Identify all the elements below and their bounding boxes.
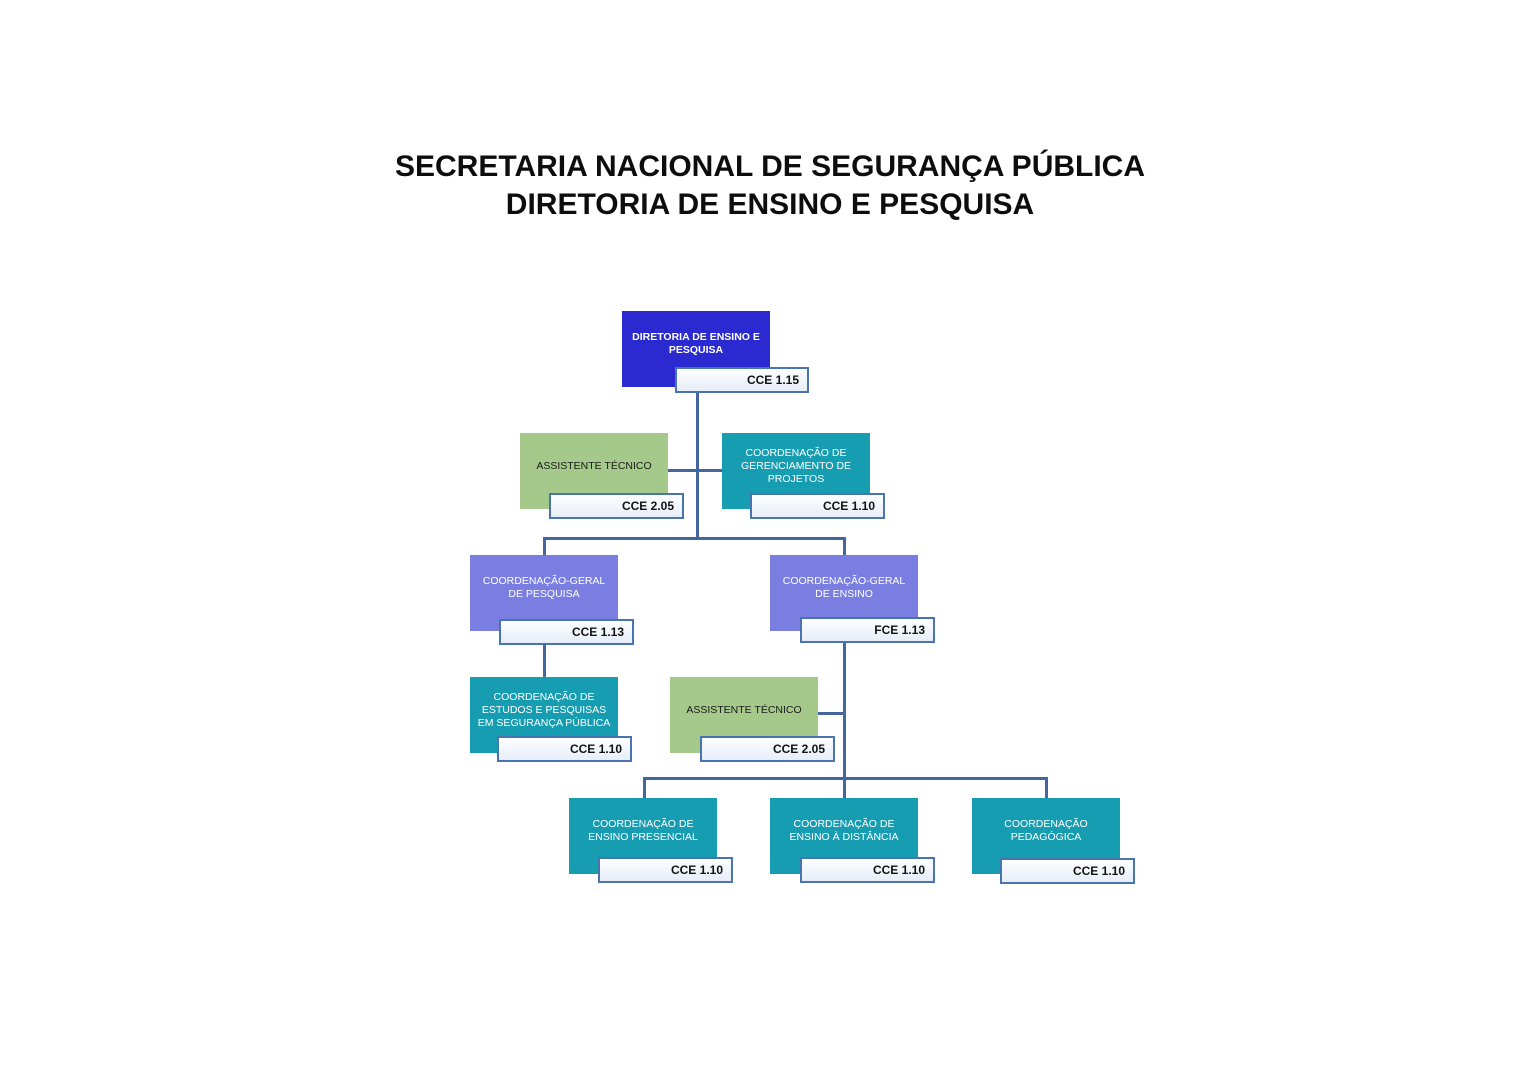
org-node-estudos-pesquisas-code: CCE 1.10 xyxy=(497,736,632,762)
connector-pesquisa-vertical xyxy=(543,631,546,678)
org-node-pedagogica: COORDENAÇÃO PEDAGÓGICA CCE 1.10 xyxy=(972,798,1135,884)
org-node-ensino-presencial-code: CCE 1.10 xyxy=(598,857,733,883)
org-node-estudos-pesquisas-box: COORDENAÇÃO DE ESTUDOS E PESQUISAS EM SE… xyxy=(470,677,618,753)
org-node-gerenciamento-projetos-code: CCE 1.10 xyxy=(750,493,885,519)
org-node-cg-pesquisa: COORDENAÇÃO-GERAL DE PESQUISA CCE 1.13 xyxy=(470,555,634,645)
org-node-pedagogica-code: CCE 1.10 xyxy=(1000,858,1135,884)
org-node-assistente-tecnico-2-label: ASSISTENTE TÉCNICO xyxy=(686,703,802,716)
org-node-cg-pesquisa-box: COORDENAÇÃO-GERAL DE PESQUISA xyxy=(470,555,618,631)
org-node-assistente-tecnico-1-label: ASSISTENTE TÉCNICO xyxy=(536,459,652,472)
connector-row2-horizontal xyxy=(667,469,722,472)
org-node-cg-pesquisa-label: COORDENAÇÃO-GERAL DE PESQUISA xyxy=(482,575,606,600)
org-node-estudos-pesquisas: COORDENAÇÃO DE ESTUDOS E PESQUISAS EM SE… xyxy=(470,677,632,762)
org-node-ensino-presencial: COORDENAÇÃO DE ENSINO PRESENCIAL CCE 1.1… xyxy=(569,798,733,883)
page-title-line-2: DIRETORIA DE ENSINO E PESQUISA xyxy=(505,188,1035,221)
connector-assistente2-horizontal xyxy=(818,712,844,715)
org-node-cg-ensino-code: FCE 1.13 xyxy=(800,617,935,643)
connector-ensino-vertical xyxy=(843,631,846,779)
org-node-assistente-tecnico-2-code: CCE 2.05 xyxy=(700,736,835,762)
org-node-ensino-distancia: COORDENAÇÃO DE ENSINO À DISTÂNCIA CCE 1.… xyxy=(770,798,935,883)
org-node-ensino-presencial-label: COORDENAÇÃO DE ENSINO PRESENCIAL xyxy=(588,818,698,843)
connector-diretoria-vertical xyxy=(696,392,699,538)
org-node-cg-ensino-label: COORDENAÇÃO-GERAL DE ENSINO xyxy=(782,575,906,600)
org-node-cg-pesquisa-code: CCE 1.13 xyxy=(499,619,634,645)
org-node-assistente-tecnico-1: ASSISTENTE TÉCNICO CCE 2.05 xyxy=(520,433,684,519)
org-node-estudos-pesquisas-label: COORDENAÇÃO DE ESTUDOS E PESQUISAS EM SE… xyxy=(477,690,611,729)
org-node-gerenciamento-projetos-label: COORDENAÇÃO DE GERENCIAMENTO DE PROJETOS xyxy=(740,446,852,485)
page-title-line-1: SECRETARIA NACIONAL DE SEGURANÇA PÚBLICA xyxy=(394,150,1146,183)
connector-drop-cg-pesquisa xyxy=(543,537,546,556)
org-node-diretoria-code: CCE 1.15 xyxy=(675,367,809,393)
org-node-diretoria: DIRETORIA DE ENSINO E PESQUISA CCE 1.15 xyxy=(622,311,809,393)
org-node-assistente-tecnico-2: ASSISTENTE TÉCNICO CCE 2.05 xyxy=(670,677,835,762)
connector-drop-pedagogica xyxy=(1045,777,1048,799)
org-node-ensino-distancia-label: COORDENAÇÃO DE ENSINO À DISTÂNCIA xyxy=(789,818,899,843)
connector-drop-distancia xyxy=(843,777,846,799)
connector-branch1-horizontal xyxy=(543,537,846,540)
org-node-diretoria-label: DIRETORIA DE ENSINO E PESQUISA xyxy=(632,331,760,356)
org-node-ensino-distancia-code: CCE 1.10 xyxy=(800,857,935,883)
org-node-cg-ensino: COORDENAÇÃO-GERAL DE ENSINO FCE 1.13 xyxy=(770,555,935,643)
connector-drop-cg-ensino xyxy=(843,537,846,556)
org-node-pedagogica-label: COORDENAÇÃO PEDAGÓGICA xyxy=(1004,818,1088,843)
org-node-gerenciamento-projetos: COORDENAÇÃO DE GERENCIAMENTO DE PROJETOS… xyxy=(722,433,885,519)
connector-drop-presencial xyxy=(643,777,646,799)
org-node-assistente-tecnico-1-code: CCE 2.05 xyxy=(549,493,684,519)
page-title: SECRETARIA NACIONAL DE SEGURANÇA PÚBLICA… xyxy=(0,148,1528,224)
